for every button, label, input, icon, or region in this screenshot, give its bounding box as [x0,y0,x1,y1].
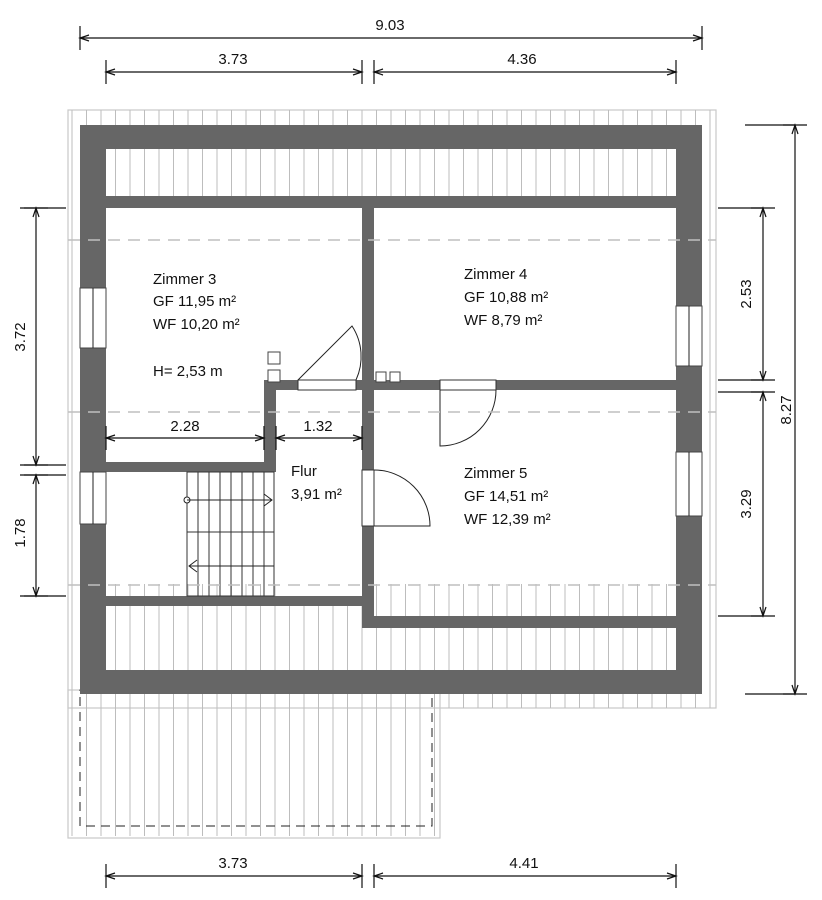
room-area: 3,91 m² [291,486,342,503]
dimension-lines [20,26,807,888]
chimney-shafts [267,351,401,383]
dim-left-upper: 3.72 [12,322,29,351]
windows [79,287,703,525]
room-wf: WF 12,39 m² [464,511,551,528]
room-name: Zimmer 4 [464,266,527,283]
stair-arrow-up [187,493,273,507]
stair-arrow-down [188,559,274,573]
doors [297,325,497,527]
dim-top-left: 3.73 [218,51,247,68]
dim-bottom-right: 4.41 [509,855,538,872]
room-name: Zimmer 5 [464,465,527,482]
room-flur: Flur 3,91 m² [291,463,342,503]
dim-right-lower: 3.29 [738,489,755,518]
room-name: Zimmer 3 [153,271,216,288]
dim-left-lower: 1.78 [12,518,29,547]
dim-top-right: 4.36 [507,51,536,68]
room-zimmer-3: Zimmer 3 GF 11,95 m² WF 10,20 m² H= 2,53… [153,271,240,380]
dim-right-total: 8.27 [778,395,795,424]
room-gf: GF 10,88 m² [464,289,548,306]
dim-flur-width: 1.32 [303,418,332,435]
room-wf: WF 8,79 m² [464,312,542,329]
height-lines [68,239,716,586]
room-gf: GF 14,51 m² [464,488,548,505]
room-gf: GF 11,95 m² [153,293,236,310]
room-zimmer-5: Zimmer 5 GF 14,51 m² WF 12,39 m² [464,465,551,528]
room-zimmer-4: Zimmer 4 GF 10,88 m² WF 8,79 m² [464,266,548,329]
roof-outline [67,109,717,709]
flur-floor [276,390,362,596]
stair-floor [106,472,276,584]
dim-zimmer3-width: 2.28 [170,418,199,435]
room-height: H= 2,53 m [153,363,223,380]
room-name: Flur [291,463,317,480]
roof-rafters [71,110,711,836]
dim-right-upper: 2.53 [738,279,755,308]
extension-dashed-outline [79,689,433,827]
room-wf: WF 10,20 m² [153,316,240,333]
roof-extension-outline [67,689,441,839]
zimmer-4-floor [374,208,676,380]
dim-top-total: 9.03 [375,17,404,34]
walls [80,125,702,694]
dim-bottom-left: 3.73 [218,855,247,872]
zimmer-5-floor [374,390,676,584]
